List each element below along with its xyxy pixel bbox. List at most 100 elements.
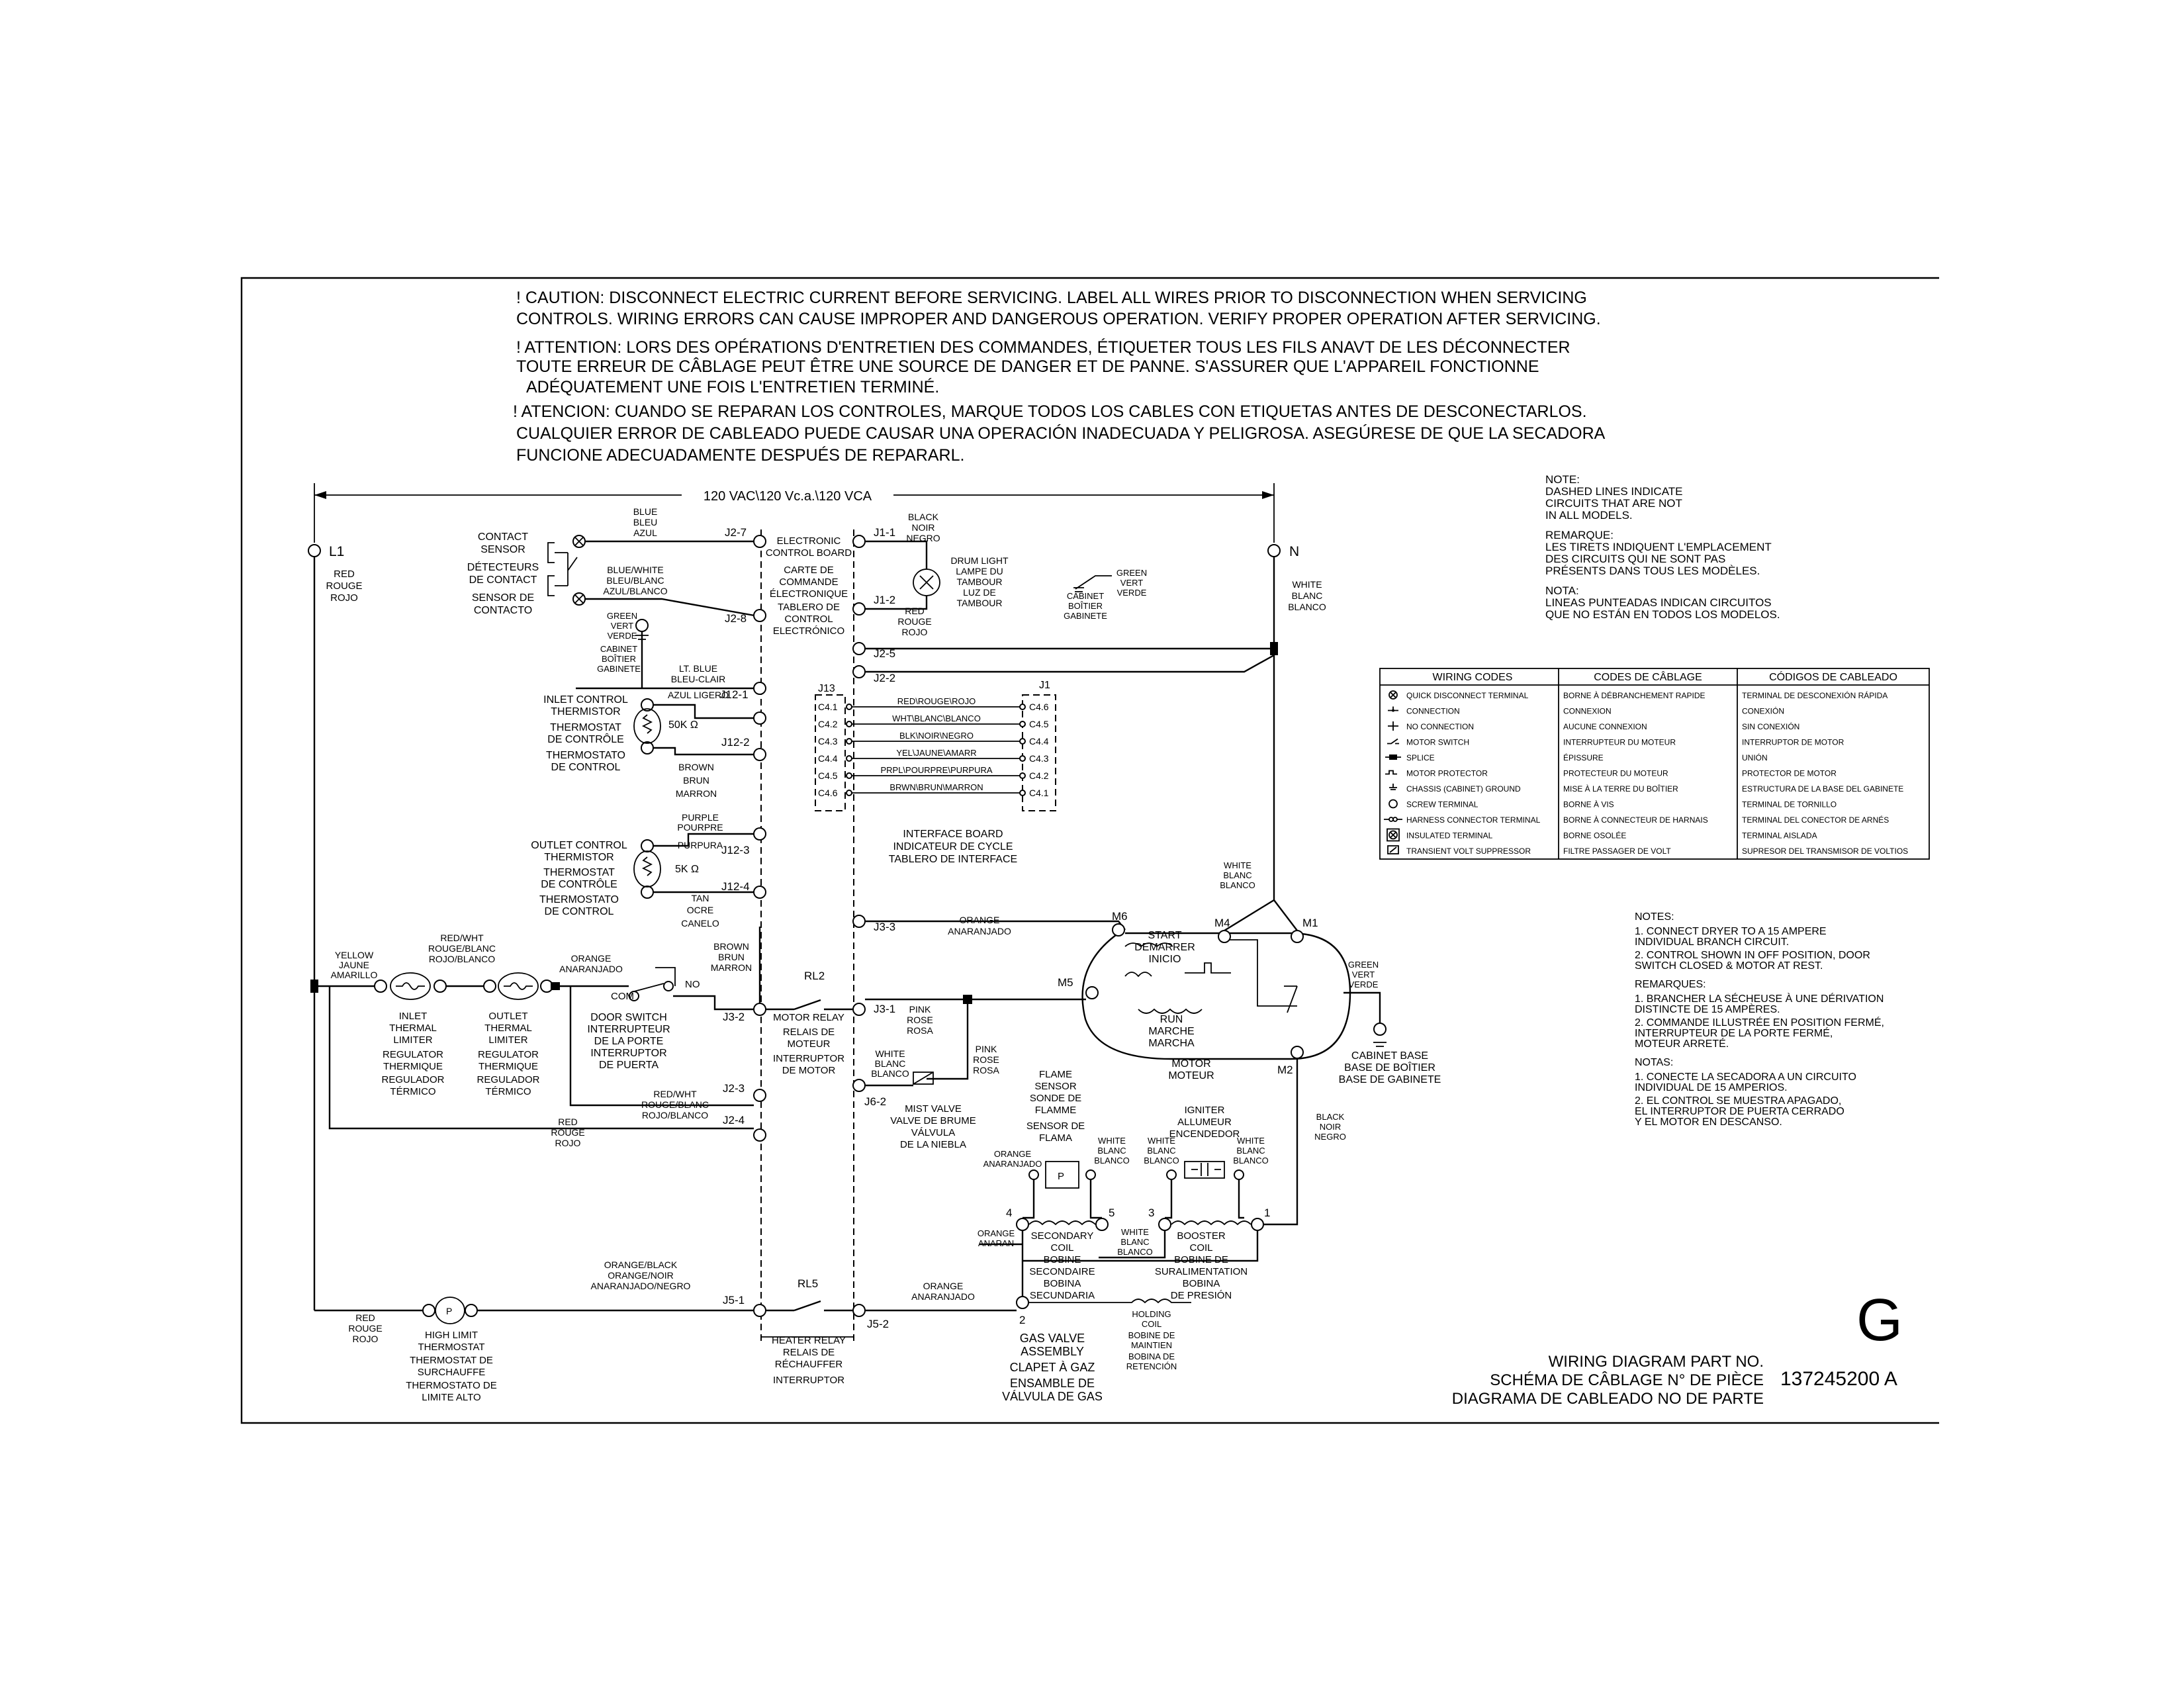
dashed-note-line: LES TIRETS INDIQUENT L'EMPLACEMENT — [1545, 541, 1772, 553]
inlet-limiter-terminal-right — [433, 980, 447, 993]
svg-text:CONTACT: CONTACT — [478, 531, 528, 543]
codes-cell-fr: INTERRUPTEUR DU MOTEUR — [1563, 738, 1676, 747]
codes-cell-es: TERMINAL AISLADA — [1742, 831, 1817, 841]
harness-wire-label: BLK\NOIR\NEGRO — [899, 731, 974, 741]
codes-cell-es: TERMINAL DEL CONECTOR DE ARNÉS — [1742, 815, 1889, 825]
svg-text:BOÎTIER: BOÎTIER — [1068, 601, 1103, 611]
svg-text:BRUN: BRUN — [683, 775, 709, 786]
svg-text:DE CONTROL: DE CONTROL — [545, 906, 614, 917]
svg-text:ALLUMEUR: ALLUMEUR — [1177, 1117, 1232, 1128]
outlet-thermistor-resistance: 5K Ω — [675, 864, 699, 875]
svg-text:REGULATOR: REGULATOR — [478, 1049, 539, 1060]
j12-2-terminal — [753, 748, 766, 761]
svg-text:NOIR: NOIR — [1320, 1122, 1342, 1132]
dashed-note-line: QUE NO ESTÁN EN TODOS LOS MODELOS. — [1545, 608, 1780, 621]
inlet-limiter-icon — [390, 972, 431, 1000]
svg-text:BOBINA: BOBINA — [1183, 1278, 1220, 1289]
j3-2-terminal — [753, 1003, 766, 1016]
codes-cell-fr: PROTECTEUR DU MOTEUR — [1563, 769, 1668, 778]
j12-4-terminal — [753, 886, 766, 899]
notes-right-line: 1. BRANCHER LA SÉCHEUSE À UNE DÉRIVATION — [1635, 992, 1884, 1005]
svg-text:RED/WHT: RED/WHT — [440, 933, 484, 943]
svg-text:TAN: TAN — [692, 893, 709, 903]
svg-text:DÉTECTEURS: DÉTECTEURS — [467, 561, 539, 573]
svg-text:ROJO: ROJO — [330, 592, 358, 604]
rl5-contact — [766, 1300, 853, 1312]
motor-switch-icon — [1387, 738, 1399, 745]
inlet-limiter-label: INLET THERMAL LIMITER REGULATOR THERMIQU… — [381, 1011, 444, 1097]
svg-text:LIMITE ALTO: LIMITE ALTO — [422, 1392, 480, 1403]
svg-text:MOTEUR: MOTEUR — [788, 1038, 831, 1050]
dashed-note-line: IN ALL MODELS. — [1545, 509, 1633, 522]
svg-text:THERMISTOR: THERMISTOR — [544, 852, 614, 863]
notes-right-line: Y EL MOTOR EN DESCANSO. — [1635, 1117, 1782, 1128]
svg-text:GABINETE: GABINETE — [1064, 611, 1107, 621]
svg-text:BLANCO: BLANCO — [1220, 880, 1255, 890]
codes-cell-es: TERMINAL DE DESCONEXIÓN RÁPIDA — [1742, 690, 1888, 700]
codes-cell-fr: FILTRE PASSAGER DE VOLT — [1563, 846, 1671, 856]
outlet-thermistor-terminal-bottom — [641, 886, 654, 899]
svg-text:FLAMA: FLAMA — [1039, 1132, 1072, 1144]
j12-2-label: J12-2 — [721, 736, 750, 749]
door-switch-brown-label: BROWN BRUN MARRON — [711, 941, 752, 973]
svg-text:REGULADOR: REGULADOR — [477, 1074, 539, 1085]
svg-text:BOBINE DE: BOBINE DE — [1128, 1330, 1175, 1340]
j5-1-label: J5-1 — [723, 1294, 745, 1306]
codes-cell-fr: BORNE À VIS — [1563, 800, 1614, 809]
svg-text:WHITE: WHITE — [1292, 579, 1322, 590]
codes-cell-fr: BORNE À CONNECTEUR DE HARNAIS — [1563, 815, 1708, 825]
j1-pin: C4.5 — [1029, 719, 1049, 729]
j1-pin: C4.1 — [1029, 788, 1049, 798]
screw-terminal-icon — [1388, 799, 1398, 809]
svg-text:AZUL LIGERO: AZUL LIGERO — [668, 690, 729, 700]
red-j2-4-wire — [328, 986, 754, 1130]
booster-coil-icon — [1171, 1220, 1251, 1226]
l1-label: L1 — [329, 544, 344, 559]
svg-text:CONTROL: CONTROL — [784, 614, 833, 625]
svg-text:SECUNDARIA: SECUNDARIA — [1030, 1290, 1095, 1301]
j1-connector — [1022, 694, 1056, 811]
j6-2-label: J6-2 — [864, 1095, 886, 1108]
svg-text:ORANGE: ORANGE — [978, 1228, 1015, 1238]
pink-mist-wire — [927, 1004, 969, 1080]
interface-board-label: INTERFACE BOARD INDICATEUR DE CYCLE TABL… — [889, 829, 1017, 865]
j2-4-red-label: RED ROUGE ROJO — [551, 1117, 584, 1148]
svg-text:THERMOSTAT: THERMOSTAT — [543, 867, 615, 878]
notes-right-line: 2. CONTROL SHOWN IN OFF POSITION, DOOR — [1635, 950, 1870, 961]
svg-text:ROJO: ROJO — [555, 1138, 581, 1148]
svg-text:ROUGE: ROUGE — [348, 1323, 382, 1334]
j1-1-label: J1-1 — [874, 526, 895, 539]
svg-text:HOLDING: HOLDING — [1132, 1309, 1171, 1319]
m2-label: M2 — [1277, 1064, 1293, 1076]
svg-text:SECONDARY: SECONDARY — [1031, 1230, 1094, 1242]
svg-text:ROSE: ROSE — [907, 1015, 933, 1025]
svg-text:THERMOSTATO: THERMOSTATO — [546, 750, 625, 761]
svg-text:LAMPE DU: LAMPE DU — [956, 566, 1003, 576]
svg-text:AZUL: AZUL — [633, 527, 657, 538]
svg-text:THERMAL: THERMAL — [484, 1023, 532, 1034]
contact-sensor-wire-bluewhite — [585, 598, 755, 617]
j12-4-label: J12-4 — [721, 880, 750, 893]
svg-text:BLANCO: BLANCO — [1233, 1156, 1268, 1165]
svg-text:INTERRUPTEUR: INTERRUPTEUR — [587, 1024, 670, 1035]
svg-text:IGNITER: IGNITER — [1185, 1105, 1225, 1116]
svg-text:MARCHA: MARCHA — [1148, 1038, 1195, 1049]
svg-text:BROWN: BROWN — [678, 762, 714, 772]
svg-text:DE LA NIEBLA: DE LA NIEBLA — [900, 1139, 966, 1150]
door-switch-no-terminal — [663, 981, 674, 991]
j1-pin: C4.3 — [1029, 753, 1049, 764]
svg-text:INLET: INLET — [399, 1011, 428, 1022]
pink-m5-label: PINK ROSE ROSA — [973, 1044, 999, 1075]
inlet-limiter-terminal-left — [374, 980, 387, 993]
svg-text:WHITE: WHITE — [1148, 1136, 1175, 1146]
svg-text:CABINET BASE: CABINET BASE — [1351, 1050, 1428, 1062]
j1-1-terminal — [852, 535, 866, 548]
notes-right-line: EL INTERRUPTOR DE PUERTA CERRADO — [1635, 1106, 1844, 1117]
j13-pin: C4.3 — [818, 736, 838, 747]
drum-light-red-label: RED ROUGE ROJO — [897, 606, 931, 637]
